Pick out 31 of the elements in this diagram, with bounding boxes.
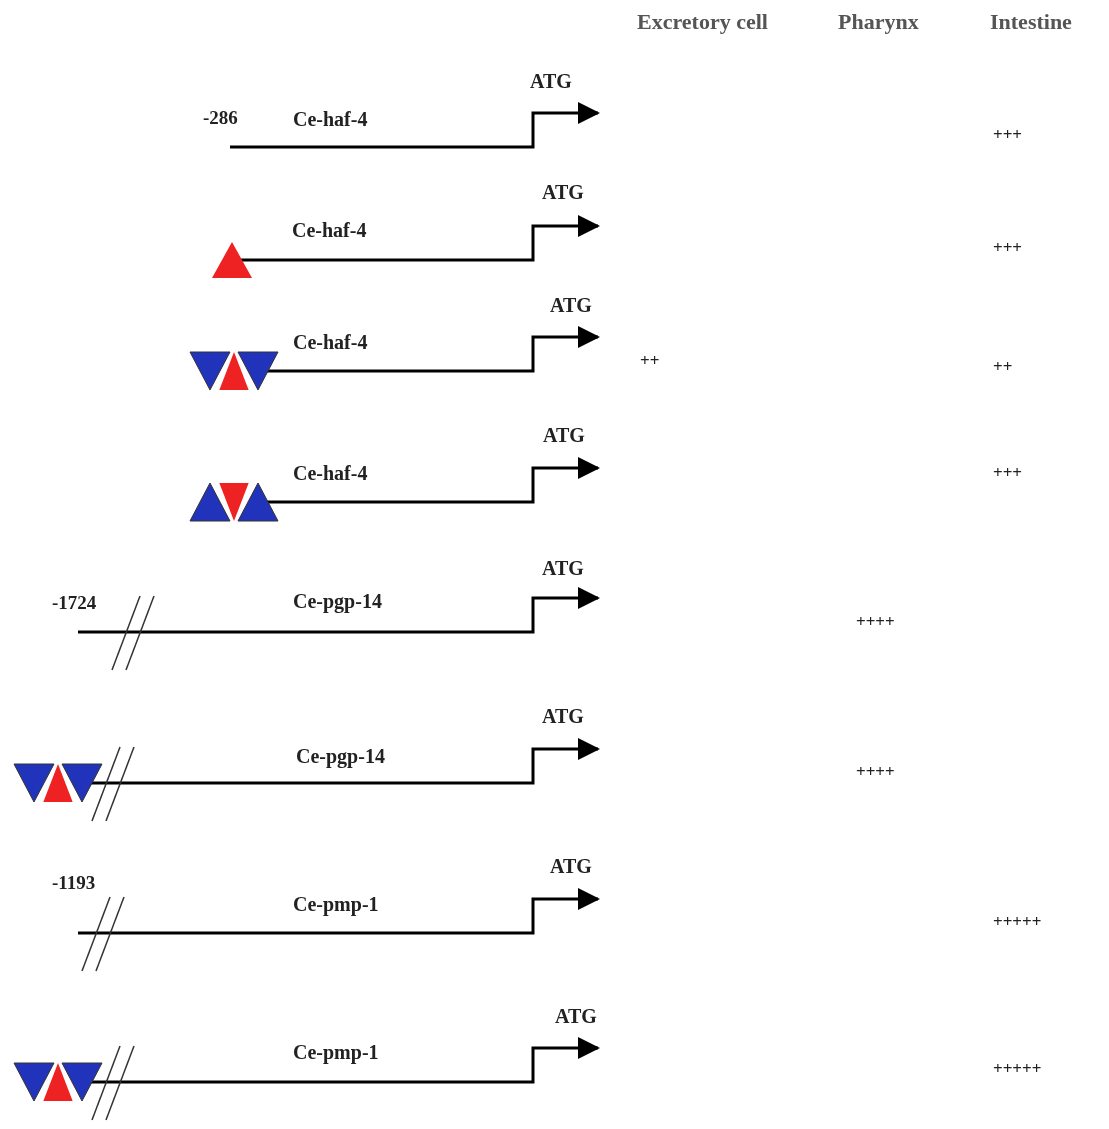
gene-label: Ce-haf-4 <box>293 462 368 484</box>
start-codon-label: ATG <box>542 557 584 579</box>
start-codon-label: ATG <box>550 855 592 877</box>
start-codon-label: ATG <box>530 70 572 92</box>
expression-level: +++++ <box>993 1060 1042 1079</box>
position-label: -286 <box>203 108 238 129</box>
start-codon-label: ATG <box>555 1005 597 1027</box>
position-label: -1724 <box>52 593 97 614</box>
expression-level: +++++ <box>993 913 1042 932</box>
start-codon-label: ATG <box>542 705 584 727</box>
gene-label: Ce-haf-4 <box>293 331 368 353</box>
column-header: Excretory cell <box>637 10 768 35</box>
gene-label: Ce-pmp-1 <box>293 1041 379 1063</box>
start-codon-label: ATG <box>542 181 584 203</box>
position-label: -1193 <box>52 873 96 894</box>
start-codon-label: ATG <box>543 424 585 446</box>
expression-level: ++ <box>640 352 660 371</box>
gene-label: Ce-pmp-1 <box>293 893 379 915</box>
column-header: Pharynx <box>838 10 919 35</box>
expression-level: +++ <box>993 239 1023 258</box>
expression-level: +++ <box>993 464 1023 483</box>
expression-level: +++ <box>993 126 1023 145</box>
gene-label: Ce-pgp-14 <box>296 745 385 767</box>
start-codon-label: ATG <box>550 294 592 316</box>
expression-level: ++ <box>993 358 1013 377</box>
gene-label: Ce-pgp-14 <box>293 590 382 612</box>
gene-label: Ce-haf-4 <box>293 108 368 130</box>
expression-level: ++++ <box>856 763 895 782</box>
gene-label: Ce-haf-4 <box>292 219 367 241</box>
column-header: Intestine <box>990 10 1072 35</box>
expression-level: ++++ <box>856 613 895 632</box>
